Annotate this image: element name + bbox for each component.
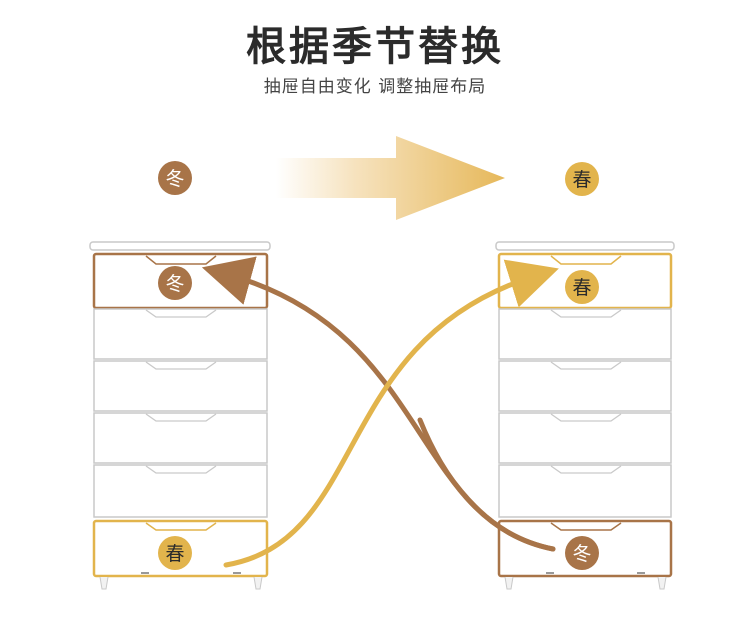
season-badge-winter: 冬	[158, 266, 192, 300]
season-badge-label: 冬	[572, 543, 591, 565]
season-badge-label: 冬	[165, 168, 184, 190]
left-cabinet: 冬 春	[89, 241, 271, 590]
season-badge-label: 春	[165, 543, 184, 565]
season-badge-spring: 春	[565, 162, 599, 196]
season-badge-label: 春	[572, 277, 591, 299]
drawer[interactable]	[93, 412, 268, 464]
season-badge-label: 春	[572, 169, 591, 191]
drawer[interactable]	[93, 464, 268, 518]
drawer[interactable]	[93, 308, 268, 360]
transition-arrow	[276, 136, 505, 220]
drawer[interactable]	[498, 360, 672, 412]
drawer[interactable]	[93, 360, 268, 412]
page-title: 根据季节替换	[246, 24, 504, 70]
page-subtitle: 抽屉自由变化 调整抽屉布局	[263, 77, 487, 97]
drawer[interactable]	[498, 308, 672, 360]
season-badge-spring: 春	[565, 270, 599, 304]
season-badge-winter: 冬	[158, 161, 192, 195]
season-badge-winter: 冬	[565, 536, 599, 570]
swap-arrow-spring	[223, 259, 559, 568]
drawer[interactable]	[498, 412, 672, 464]
right-cabinet: 春 冬	[495, 241, 675, 590]
drawer[interactable]	[498, 464, 672, 518]
season-badge-spring: 春	[158, 536, 192, 570]
season-badge-label: 冬	[165, 273, 184, 295]
